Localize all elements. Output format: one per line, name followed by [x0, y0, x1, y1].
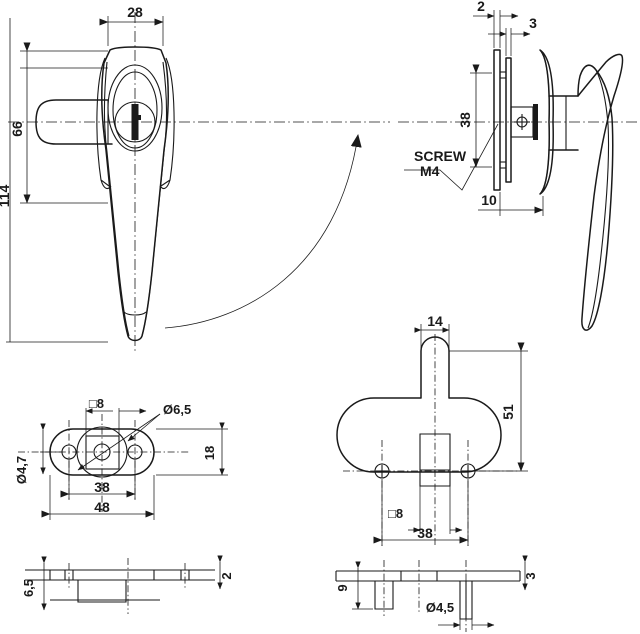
dimension-label-3-thk: 3: [523, 572, 538, 579]
dimension-dia-4-7: Ø4,7: [14, 423, 62, 484]
handle-arm: [35, 99, 113, 145]
dimension-2-thk: 2: [217, 555, 234, 590]
dimension-18: 18: [156, 422, 228, 476]
rotation-arrow: [164, 134, 362, 329]
dimension-label-28: 28: [127, 4, 143, 20]
keyhole-plate-outline: [336, 336, 502, 473]
dimension-label-dia45: Ø4,5: [426, 600, 454, 615]
view-keyhole-plan: 14 51 □8 38: [336, 313, 528, 546]
dimension-14: 14: [414, 313, 450, 348]
dimension-38-keyhole: 38: [373, 479, 469, 546]
handle-outline: [96, 46, 175, 342]
dimension-label-square8-right: □8: [388, 506, 403, 521]
dimension-label-18: 18: [202, 446, 217, 460]
dimension-66: 66: [9, 42, 108, 204]
view-keyhole-section: 9 3 Ø4,5: [335, 555, 538, 632]
dimension-label-114: 114: [0, 184, 12, 207]
dimension-label-10: 10: [481, 192, 497, 208]
view-side-elevation: 2 3 38 10 SCREW M4: [398, 0, 638, 331]
keyway: [131, 104, 141, 140]
dimension-48: 48: [41, 475, 155, 520]
square-hole-left: [85, 435, 120, 470]
view-escutcheon-section: 6,5 2: [21, 555, 234, 614]
dimension-label-6-5: 6,5: [21, 579, 36, 597]
dimension-label-2-thk: 2: [219, 572, 234, 579]
dimension-label-38-plate: 38: [94, 479, 110, 495]
dimension-label-3-top: 3: [529, 15, 537, 31]
dimension-label-14: 14: [427, 313, 443, 329]
dimension-3-top: 3: [488, 15, 537, 56]
view-front-elevation: 28 66 114: [0, 4, 390, 352]
screw-note-line2: M4: [420, 163, 440, 179]
dimension-label-square8-left: □8: [89, 396, 104, 411]
dimension-3-thk: 3: [522, 555, 538, 591]
dimension-label-2-top: 2: [477, 0, 485, 14]
section-leg-left: [374, 581, 394, 610]
dimension-51: 51: [449, 342, 528, 472]
dimension-6-5: 6,5: [21, 556, 47, 611]
screw-note: SCREW M4: [404, 123, 499, 191]
screw-note-line1: SCREW: [414, 148, 467, 164]
dimension-label-48: 48: [94, 499, 110, 515]
escutcheon-outline: [49, 428, 155, 476]
dimension-9: 9: [335, 561, 373, 610]
dimension-label-38-keyhole: 38: [417, 525, 433, 541]
dimension-28: 28: [99, 4, 164, 46]
dimension-10: 10: [478, 192, 544, 216]
handle-neck: [548, 95, 579, 151]
dimension-square-8-left: □8: [85, 396, 147, 436]
dimension-dia-4-5: Ø4,5: [426, 600, 495, 630]
dimension-38-side: 38: [457, 64, 492, 168]
dimension-label-38-side: 38: [457, 112, 473, 128]
dimension-2-top: 2: [473, 0, 519, 48]
dimension-square-8-right: □8: [388, 486, 463, 534]
view-escutcheon-plan: □8 Ø6,5 Ø4,7 18 38: [14, 396, 228, 520]
dimension-label-dia47: Ø4,7: [14, 456, 29, 484]
dimension-label-51: 51: [500, 404, 516, 420]
dimension-label-66: 66: [9, 121, 25, 137]
dimension-38-plate: 38: [60, 459, 136, 500]
dimension-label-9: 9: [335, 584, 350, 591]
dimension-dia-6-5: Ø6,5: [77, 402, 191, 471]
dimension-114: 114: [0, 18, 108, 343]
dimension-label-dia65: Ø6,5: [163, 402, 191, 417]
spindle-screw: [510, 104, 538, 140]
